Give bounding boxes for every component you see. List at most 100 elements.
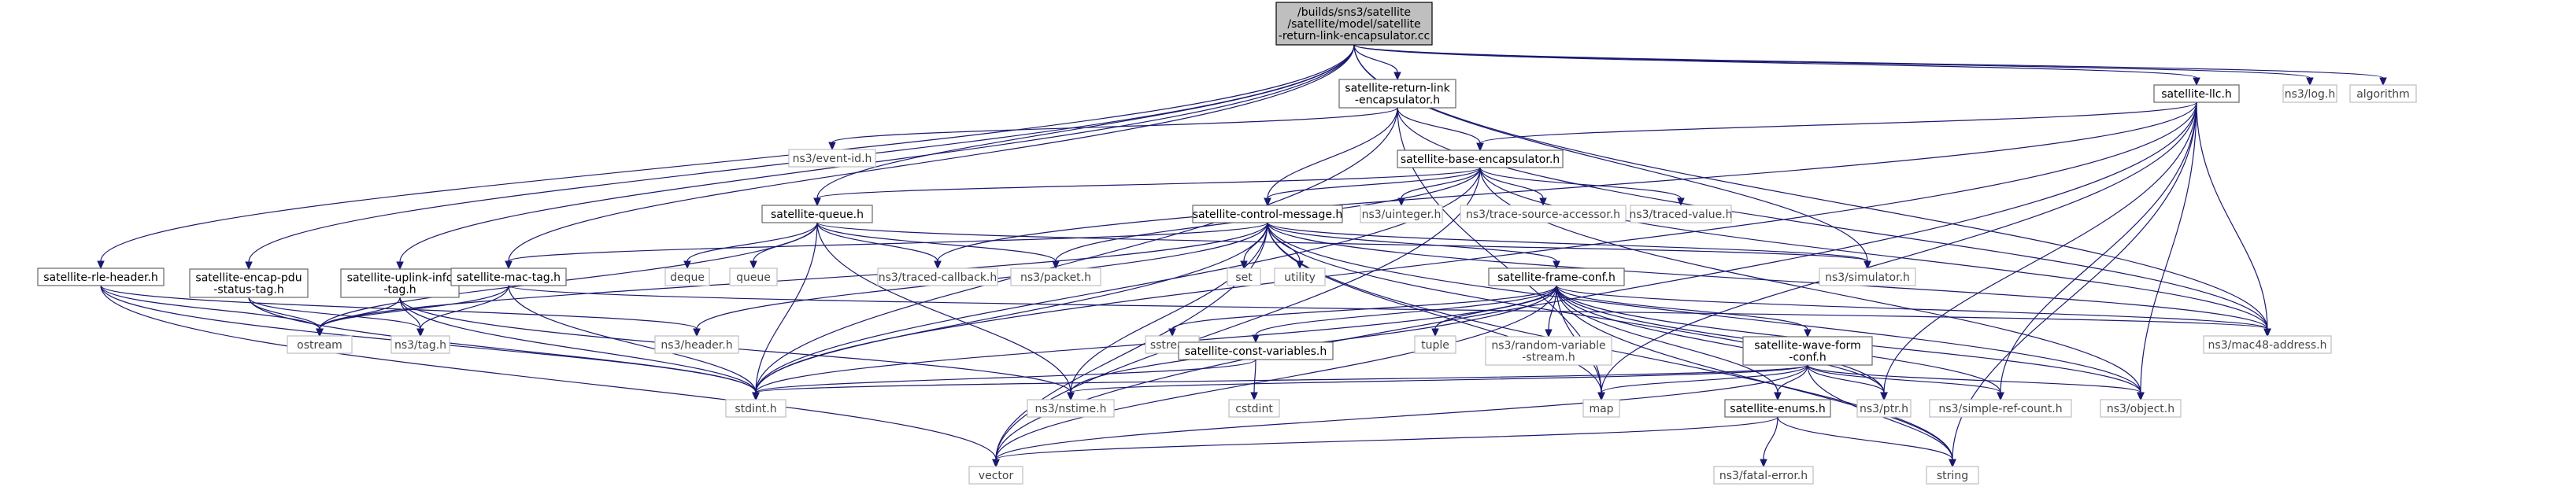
- node-queuestd: queue: [729, 267, 778, 286]
- node-box: [287, 335, 353, 354]
- edge-root-uplink: [396, 44, 1355, 271]
- node-label-line: satellite-frame-conf.h: [1497, 271, 1616, 284]
- node-uplink[interactable]: satellite-uplink-info-tag.h: [340, 268, 460, 298]
- node-label-line: vector: [979, 470, 1014, 482]
- node-label-line: string: [1937, 470, 1968, 482]
- node-label-line: satellite-mac-tag.h: [457, 271, 561, 284]
- node-label-line: set: [1235, 271, 1253, 284]
- node-box: [1488, 267, 1625, 286]
- node-root[interactable]: /builds/sns3/satellite/satellite/model/s…: [1275, 2, 1433, 46]
- node-box: [1926, 466, 1979, 485]
- node-tv: ns3/traced-value.h: [1629, 205, 1733, 223]
- node-box: [1178, 341, 1334, 360]
- node-label-line: algorithm: [2356, 88, 2410, 101]
- node-box: [1460, 205, 1627, 223]
- edge-basee-ctrl: [1264, 167, 1481, 207]
- node-label-line: tuple: [1421, 339, 1449, 352]
- edge-wave-vector: [992, 364, 1808, 468]
- node-box: [1338, 79, 1456, 109]
- node-wave[interactable]: satellite-wave-form-conf.h: [1742, 336, 1873, 366]
- node-label-line: -encapsulator.h: [1355, 94, 1440, 107]
- node-object: ns3/object.h: [2100, 399, 2182, 418]
- edge-constv-stdint: [752, 359, 1257, 401]
- node-queue[interactable]: satellite-queue.h: [761, 205, 873, 223]
- node-src: ns3/simple-ref-count.h: [1929, 399, 2072, 418]
- node-label-line: ns3/object.h: [2107, 403, 2174, 415]
- node-ostream: ostream: [287, 335, 353, 354]
- node-box: [1010, 267, 1101, 286]
- node-stdint: stdint.h: [725, 399, 786, 418]
- node-tuple: tuple: [1414, 335, 1456, 354]
- node-tsa: ns3/trace-source-accessor.h: [1460, 205, 1627, 223]
- node-box: [1713, 466, 1814, 485]
- edge-rlehdr-vector: [100, 285, 1000, 468]
- node-rlehdr[interactable]: satellite-rle-header.h: [37, 267, 165, 286]
- node-box: [1228, 399, 1280, 418]
- node-box: [2349, 84, 2417, 103]
- node-label-line: ns3/traced-callback.h: [879, 271, 997, 284]
- node-box: [1630, 205, 1732, 223]
- node-box: [654, 335, 739, 354]
- node-label-line: satellite-control-message.h: [1193, 208, 1343, 221]
- node-box: [1724, 399, 1831, 418]
- node-box: [1929, 399, 2072, 418]
- edge-enums-string: [1777, 416, 1956, 468]
- edge-rlehdr-header: [100, 285, 701, 338]
- node-label-line: satellite-enums.h: [1730, 403, 1825, 415]
- node-label-line: ns3/tag.h: [394, 339, 446, 352]
- edge-rle-ctrl: [1264, 107, 1398, 207]
- edge-llc-ptr: [1880, 101, 2197, 401]
- node-fatal: ns3/fatal-error.h: [1713, 466, 1814, 485]
- node-label-line: -status-tag.h: [213, 284, 283, 297]
- node-eventid: ns3/event-id.h: [788, 149, 876, 168]
- node-box: [2203, 335, 2332, 354]
- node-set: set: [1227, 267, 1261, 286]
- node-label-line: satellite-encap-pdu: [195, 272, 302, 285]
- node-box: [761, 205, 873, 223]
- edge-ctrl-stdint: [752, 222, 1268, 401]
- node-enums[interactable]: satellite-enums.h: [1724, 399, 1831, 418]
- node-string: string: [1926, 466, 1979, 485]
- node-constv[interactable]: satellite-const-variables.h: [1178, 341, 1334, 360]
- node-frame[interactable]: satellite-frame-conf.h: [1488, 267, 1625, 286]
- edge-mactag-tag: [416, 285, 509, 338]
- edge-llc-mac48: [2196, 101, 2271, 338]
- node-label-line: stdint.h: [735, 403, 776, 415]
- node-box: [189, 268, 309, 298]
- edge-mactag-ostream: [316, 285, 509, 338]
- edge-wave-enums: [1774, 364, 1808, 401]
- edge-ctrl-frame: [1267, 222, 1560, 270]
- node-basee[interactable]: satellite-base-encapsulator.h: [1397, 149, 1564, 168]
- node-label-line: ns3/trace-source-accessor.h: [1466, 208, 1620, 221]
- node-rle[interactable]: satellite-return-link-encapsulator.h: [1338, 79, 1456, 109]
- edge-basee-tsa: [1479, 167, 1547, 207]
- node-label-line: satellite-uplink-info: [347, 272, 453, 285]
- node-mac48: ns3/mac48-address.h: [2203, 335, 2332, 354]
- edge-frame-mac48: [1556, 285, 2271, 338]
- node-layer: /builds/sns3/satellite/satellite/model/s…: [37, 2, 2417, 485]
- edge-ctrl-object: [1267, 222, 2145, 401]
- node-label-line: satellite-llc.h: [2161, 88, 2232, 101]
- node-llc[interactable]: satellite-llc.h: [2153, 84, 2240, 103]
- node-label-line: /builds/sns3/satellite: [1297, 6, 1411, 19]
- node-deque: deque: [664, 267, 710, 286]
- edge-root-rle: [1353, 44, 1401, 81]
- node-map: map: [1582, 399, 1620, 418]
- node-nstime: ns3/nstime.h: [1027, 399, 1115, 418]
- node-mactag[interactable]: satellite-mac-tag.h: [450, 267, 567, 286]
- node-ctrl[interactable]: satellite-control-message.h: [1192, 205, 1343, 223]
- node-tag: ns3/tag.h: [390, 335, 450, 354]
- node-label-line: ns3/simple-ref-count.h: [1938, 403, 2062, 415]
- node-box: [390, 335, 450, 354]
- edge-llc-basee: [1476, 101, 2197, 152]
- node-encap[interactable]: satellite-encap-pdu-status-tag.h: [189, 268, 309, 298]
- node-box: [1192, 205, 1343, 223]
- node-label-line: ns3/mac48-address.h: [2208, 339, 2327, 352]
- edge-wave-object: [1807, 364, 2145, 401]
- node-box: [1414, 335, 1456, 354]
- node-label-line: cstdint: [1235, 403, 1273, 415]
- node-label-line: ns3/simulator.h: [1825, 271, 1910, 284]
- edge-root-rlehdr: [97, 44, 1355, 270]
- node-box: [2153, 84, 2240, 103]
- node-label-line: ns3/random-variable: [1491, 340, 1605, 352]
